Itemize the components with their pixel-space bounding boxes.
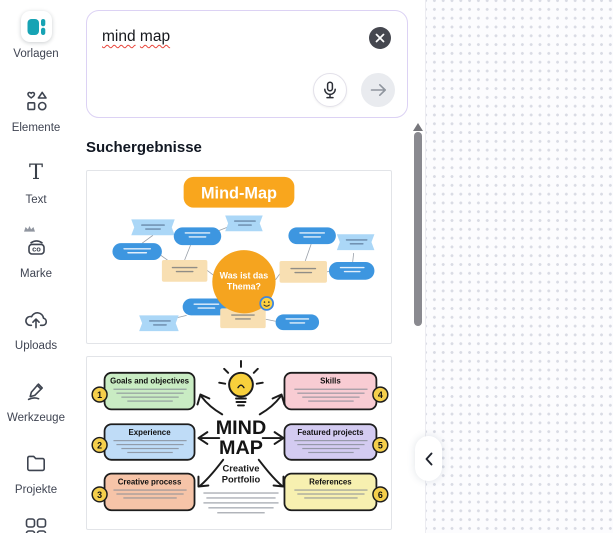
svg-text:3: 3 [97, 490, 102, 500]
apps-icon [25, 517, 47, 533]
smiley-icon [259, 296, 274, 311]
sidebar-item-label: Projekte [14, 484, 58, 496]
text-icon: T [28, 160, 43, 184]
results-heading: Suchergebnisse [86, 139, 202, 156]
sidebar-item-label: Vorlagen [13, 48, 59, 60]
sidebar-item-label: Elemente [11, 122, 61, 134]
svg-text:Creative process: Creative process [118, 478, 182, 487]
clear-search-button[interactable] [369, 27, 391, 49]
templates-icon [20, 11, 52, 42]
sidebar-item-label: Werkzeuge [7, 412, 65, 424]
sidebar-item-projekte[interactable]: Projekte [0, 447, 72, 496]
search-box[interactable]: mind map [86, 10, 408, 118]
microphone-button[interactable] [313, 73, 347, 107]
sidebar-item-apps[interactable] [0, 514, 72, 533]
crown-icon [23, 226, 35, 232]
sidebar-item-vorlagen[interactable]: Vorlagen [0, 11, 72, 60]
svg-text:co: co [32, 244, 41, 253]
search-submit-button[interactable] [361, 73, 395, 107]
folder-icon [27, 455, 45, 471]
sidebar: Vorlagen Elemente T Text [0, 0, 72, 533]
numbered-badges: 1 2 3 4 5 6 [91, 386, 389, 503]
arrows [196, 393, 286, 488]
svg-text:Skills: Skills [320, 377, 341, 386]
mindmap2-title-line1: MIND [216, 417, 267, 439]
scroll-up-arrow-icon[interactable] [413, 123, 423, 131]
sidebar-item-label: Uploads [14, 340, 58, 352]
svg-text:Creative: Creative [222, 463, 259, 474]
svg-text:References: References [309, 478, 352, 487]
mindmap2-title-line2: MAP [219, 437, 263, 459]
microphone-icon [324, 81, 336, 99]
svg-text:Portfolio: Portfolio [222, 474, 261, 485]
sidebar-item-text[interactable]: T Text [0, 157, 72, 207]
close-icon [375, 33, 385, 43]
search-result-template-1[interactable]: Mind-Map Was ist das Thema? [86, 170, 392, 344]
svg-text:Featured projects: Featured projects [297, 428, 364, 437]
collapse-panel-button[interactable] [415, 436, 442, 481]
svg-text:1: 1 [97, 390, 102, 400]
mindmap-banner [183, 176, 295, 208]
sidebar-item-marke[interactable]: co Marke [0, 226, 72, 280]
design-canvas[interactable] [425, 0, 613, 533]
arrow-right-icon [370, 84, 386, 96]
svg-text:4: 4 [378, 390, 383, 400]
mind-map-portfolio-thumbnail: Goals and objectives Experience Creative… [87, 357, 391, 529]
svg-text:Was ist das: Was ist das [220, 271, 269, 281]
sidebar-item-label: Marke [20, 268, 52, 280]
lightbulb-icon [218, 359, 264, 407]
svg-text:2: 2 [97, 440, 102, 450]
sidebar-item-label: Text [25, 194, 47, 206]
chevron-left-icon [425, 452, 432, 465]
pen-tool-icon [27, 382, 43, 400]
search-query[interactable]: mind map [102, 28, 171, 45]
shapes-icon [26, 91, 47, 111]
svg-text:Goals and objectives: Goals and objectives [110, 377, 190, 386]
sidebar-item-uploads[interactable]: Uploads [0, 303, 72, 352]
mindmap-center-node [212, 250, 276, 314]
brand-icon: co [27, 239, 45, 255]
svg-text:Thema?: Thema? [227, 282, 261, 292]
svg-text:Experience: Experience [128, 428, 171, 437]
svg-text:5: 5 [378, 440, 383, 450]
mind-map-template-thumbnail: Mind-Map Was ist das Thema? [87, 171, 391, 343]
sidebar-item-werkzeuge[interactable]: Werkzeuge [0, 375, 72, 424]
mindmap-banner-text: Mind-Map [201, 185, 277, 203]
upload-cloud-icon [25, 311, 48, 328]
panel-scrollbar-thumb[interactable] [414, 132, 422, 326]
svg-text:6: 6 [378, 490, 383, 500]
sidebar-item-elemente[interactable]: Elemente [0, 85, 72, 134]
search-result-template-2[interactable]: Goals and objectives Experience Creative… [86, 356, 392, 530]
